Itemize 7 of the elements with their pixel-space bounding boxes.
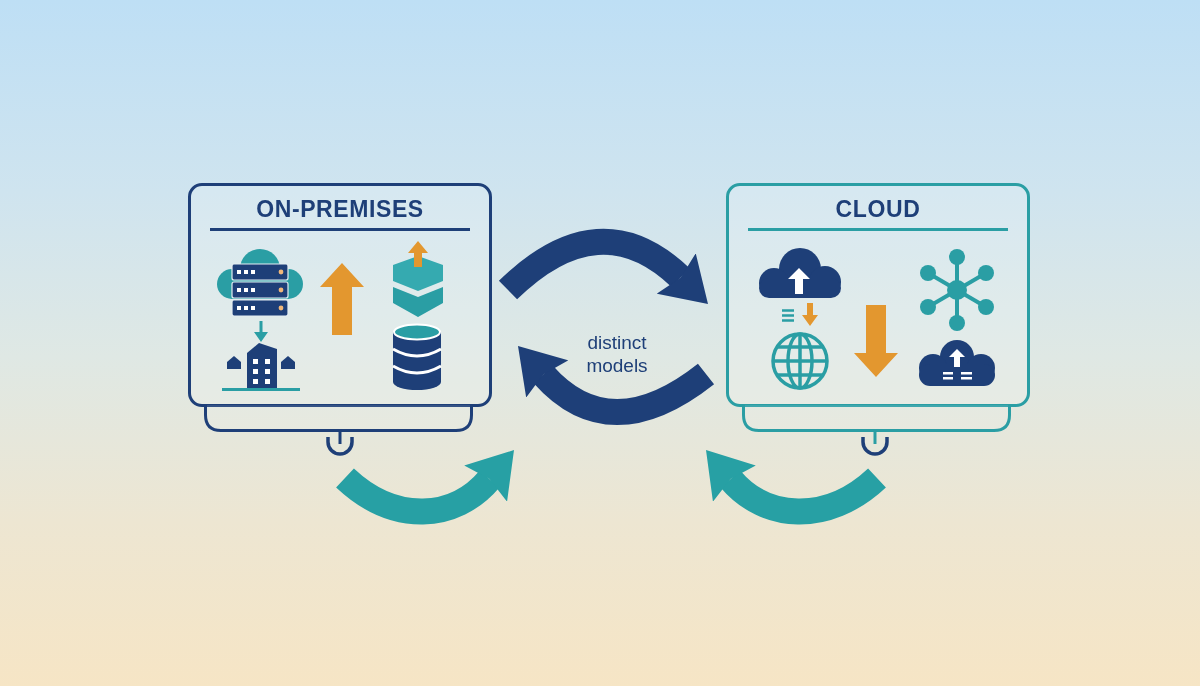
monitor-panel: [188, 183, 492, 458]
center-label: distinct models: [585, 331, 649, 377]
panel-heading: CLOUD: [835, 195, 921, 224]
monitor-panel: [726, 183, 1030, 458]
curved-arrow: [704, 451, 886, 525]
panel-heading: ON-PREMISES: [256, 195, 424, 224]
curved-arrow: [336, 451, 516, 525]
